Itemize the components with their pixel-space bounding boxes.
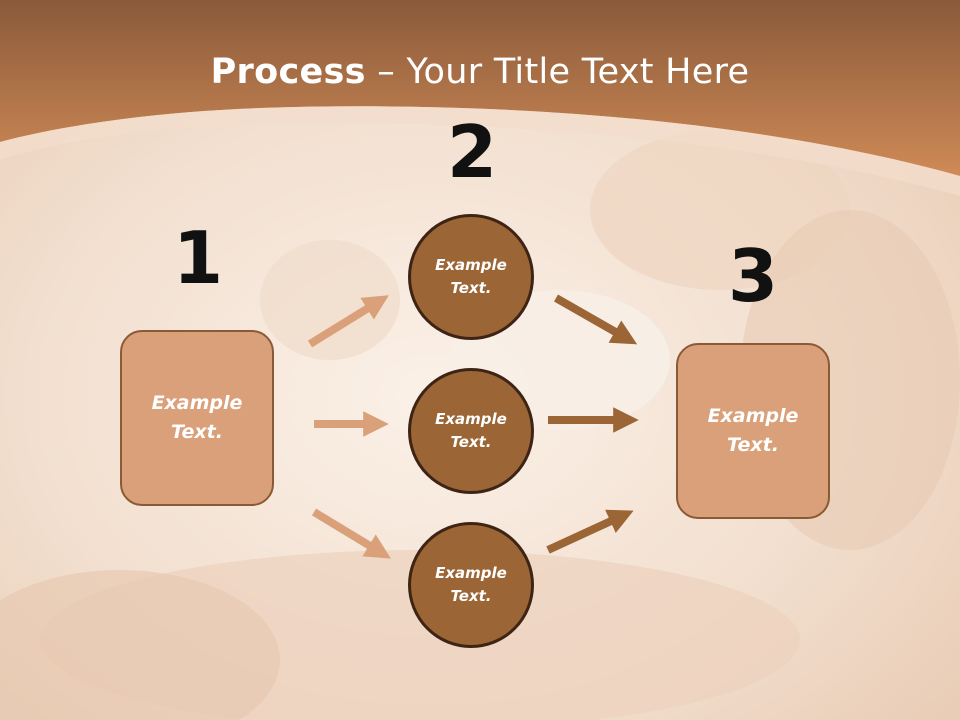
title-bold: Process <box>210 52 366 92</box>
arrow-1-to-bottom <box>311 508 391 559</box>
step-number-1: 1 <box>172 216 224 300</box>
arrow-top-to-3 <box>554 294 638 345</box>
circle-bottom-text: Example Text. <box>435 564 507 605</box>
step-3-box: Example Text. <box>676 343 830 519</box>
step-number-3: 3 <box>727 234 779 318</box>
step-number-2: 2 <box>446 110 498 194</box>
circle-top-text: Example Text. <box>435 256 507 297</box>
step-3-text: Example Text. <box>707 405 799 456</box>
arrow-bottom-to-3 <box>546 509 634 554</box>
slide-title: Process – Your Title Text Here <box>0 52 960 92</box>
step-2-circle-middle: Example Text. <box>408 368 534 494</box>
step-2-circle-bottom: Example Text. <box>408 522 534 648</box>
circle-middle-text: Example Text. <box>435 410 507 451</box>
step-1-box: Example Text. <box>120 330 274 506</box>
title-rest: – Your Title Text Here <box>365 52 750 92</box>
step-2-circle-top: Example Text. <box>408 214 534 340</box>
arrow-1-to-top <box>307 295 389 348</box>
step-1-text: Example Text. <box>151 392 243 443</box>
